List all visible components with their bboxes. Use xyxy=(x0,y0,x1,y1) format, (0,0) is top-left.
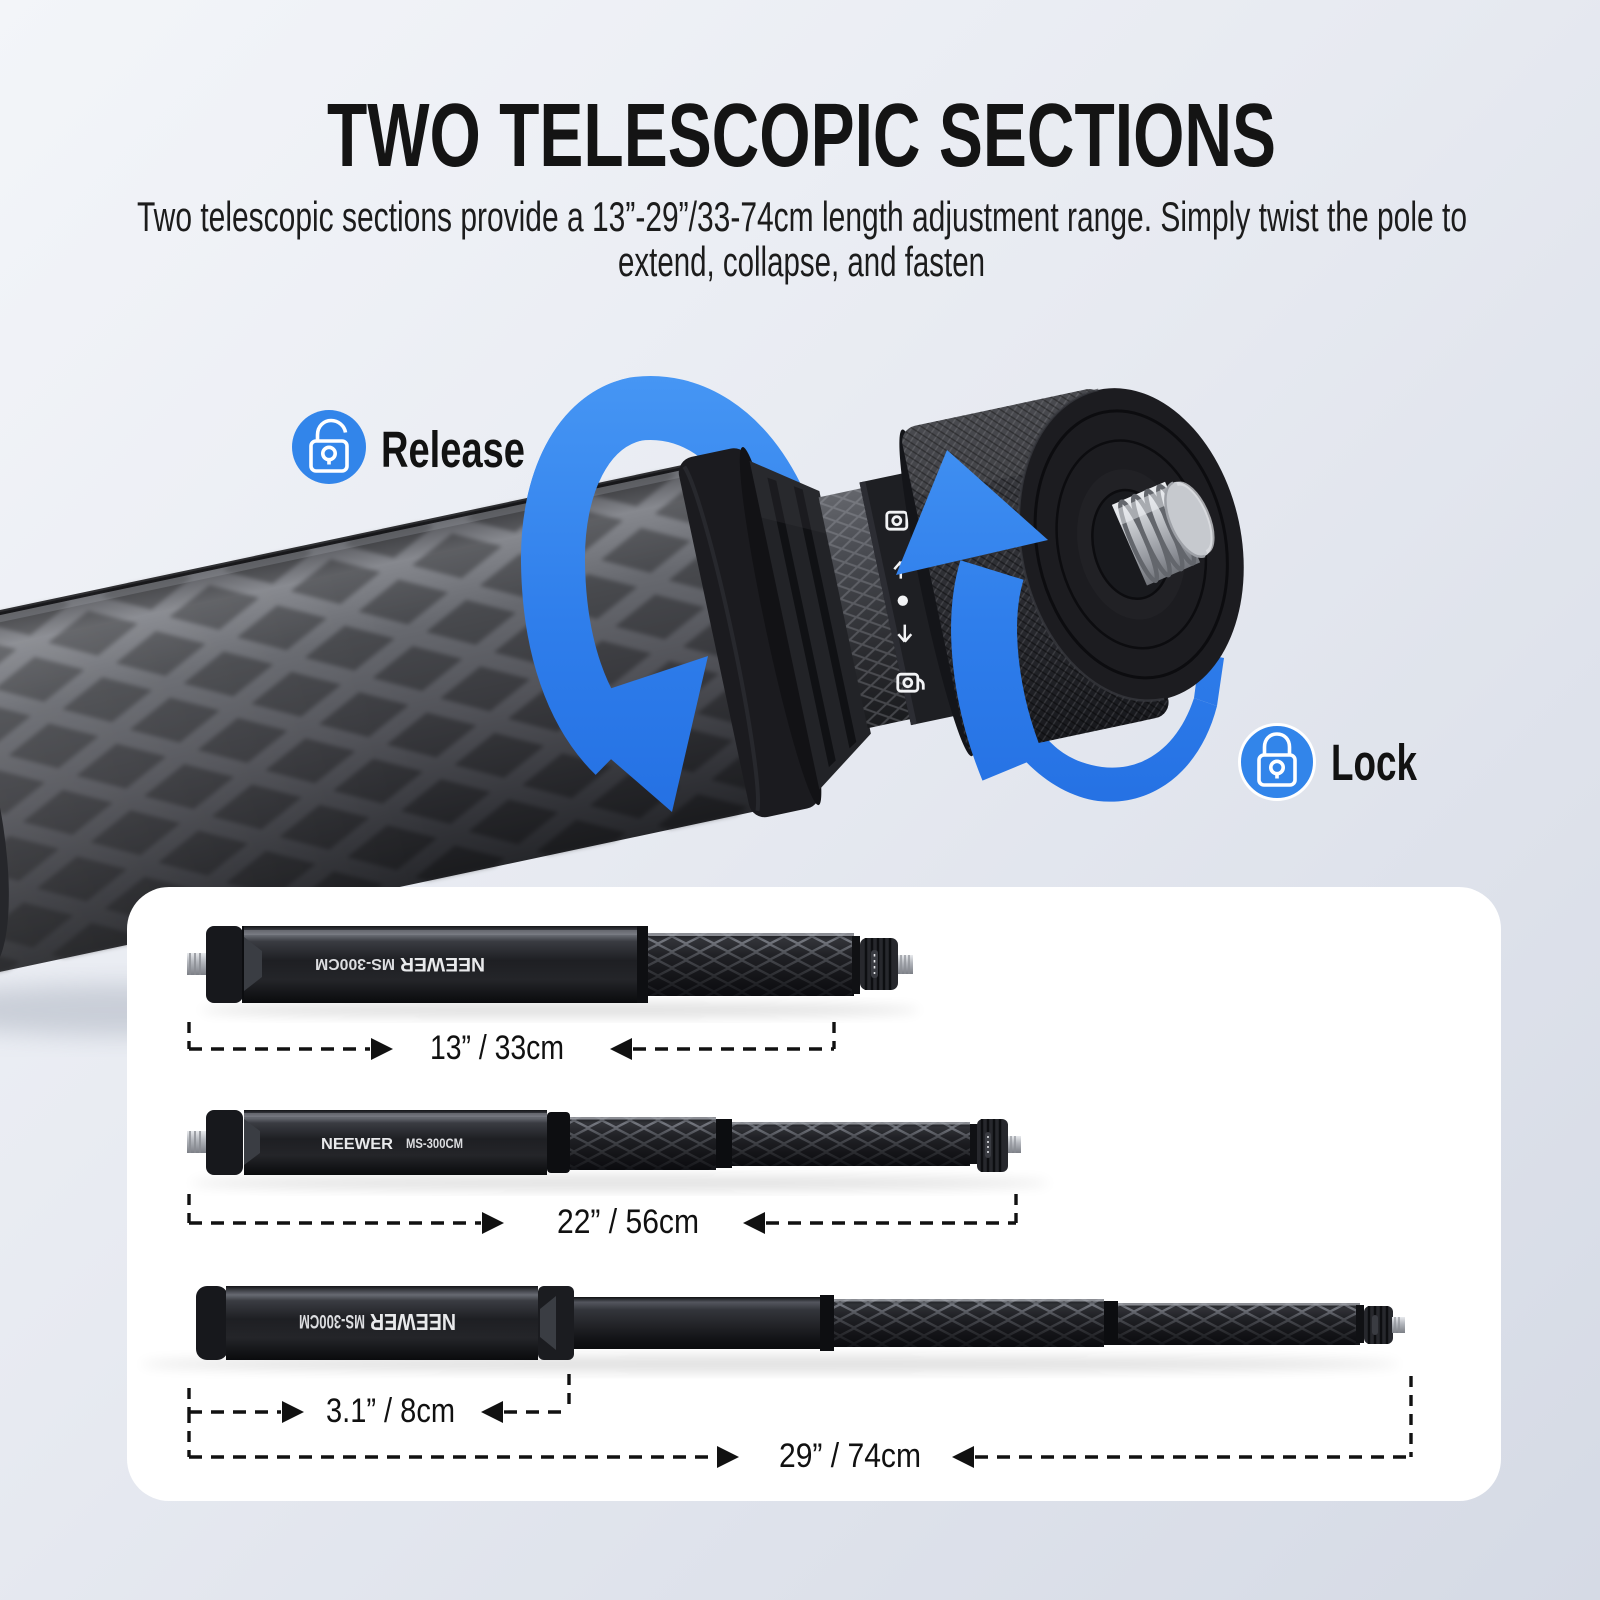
svg-text:22” / 56cm: 22” / 56cm xyxy=(557,1203,699,1241)
svg-text:MS-300CM: MS-300CM xyxy=(315,955,395,972)
svg-text:13” / 33cm: 13” / 33cm xyxy=(430,1029,564,1067)
svg-text:Lock: Lock xyxy=(1331,734,1417,791)
svg-text:Two telescopic sections provid: Two telescopic sections provide a 13”-29… xyxy=(137,193,1467,240)
svg-text:NEEWER: NEEWER xyxy=(400,953,485,974)
svg-text:3.1” / 8cm: 3.1” / 8cm xyxy=(326,1392,455,1430)
svg-text:TWO TELESCOPIC SECTIONS: TWO TELESCOPIC SECTIONS xyxy=(327,86,1276,186)
svg-text:MS-300CM: MS-300CM xyxy=(299,1310,365,1331)
svg-text:29” / 74cm: 29” / 74cm xyxy=(779,1437,921,1475)
svg-text:MS-300CM: MS-300CM xyxy=(406,1136,463,1151)
svg-text:NEEWER: NEEWER xyxy=(370,1309,456,1335)
svg-text:extend, collapse, and fasten: extend, collapse, and fasten xyxy=(618,238,985,285)
svg-text:NEEWER: NEEWER xyxy=(321,1136,393,1153)
svg-text:Release: Release xyxy=(381,421,525,478)
